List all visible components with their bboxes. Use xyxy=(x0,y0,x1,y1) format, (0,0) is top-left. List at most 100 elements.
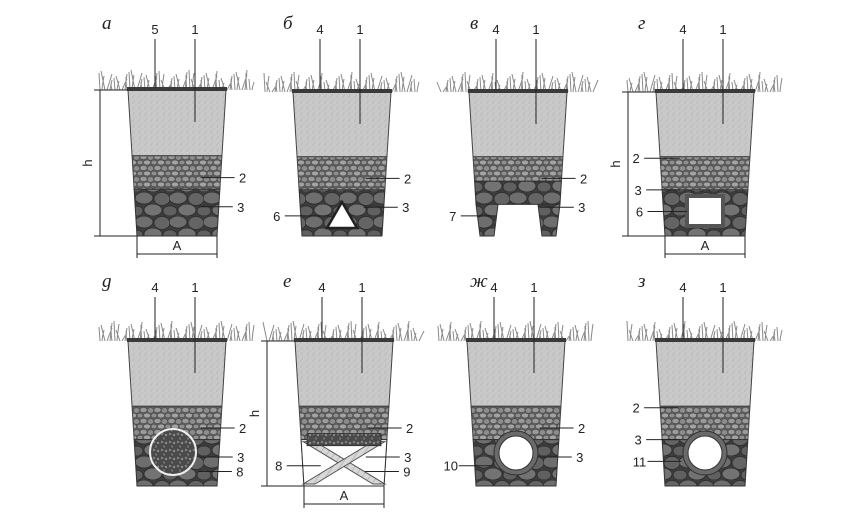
label-3: 3 xyxy=(404,450,411,465)
label-4: 4 xyxy=(490,280,497,295)
label-1: 1 xyxy=(719,22,726,37)
gravel-layer xyxy=(659,156,751,191)
label-4: 4 xyxy=(316,22,323,37)
sand-layer xyxy=(127,340,227,407)
panel-2: б 4 1 2 3 6 xyxy=(263,13,420,237)
label-4: 4 xyxy=(492,22,499,37)
label-1: 1 xyxy=(356,22,363,37)
dim-h-label: h xyxy=(80,159,95,166)
panel-1: а 5 1 2 3 hA xyxy=(80,13,255,258)
label-7: 7 xyxy=(449,209,456,224)
sand-layer xyxy=(466,340,566,407)
grass-blades xyxy=(626,71,783,93)
grass-blades xyxy=(437,320,594,342)
label-1: 1 xyxy=(532,22,539,37)
label-1: 1 xyxy=(191,280,198,295)
turf-strip xyxy=(294,338,394,342)
turf-strip xyxy=(127,338,227,342)
grass-blades xyxy=(436,71,599,93)
stone-layer xyxy=(133,188,221,237)
turf-strip xyxy=(655,89,755,93)
sand-layer xyxy=(655,91,755,158)
panel-letter: g xyxy=(102,271,112,292)
dim-a-label: A xyxy=(340,488,349,503)
label-3: 3 xyxy=(576,450,583,465)
dim-a-label: A xyxy=(173,238,182,253)
dim-h-label: h xyxy=(608,160,623,167)
box-drain xyxy=(685,194,725,228)
label-3: 3 xyxy=(402,200,409,215)
label-1: 1 xyxy=(358,280,365,295)
sand-layer xyxy=(294,340,394,407)
label-2: 2 xyxy=(580,171,587,186)
panel-letter: г xyxy=(638,13,645,34)
sand-layer xyxy=(468,91,568,158)
gravel-layer xyxy=(131,155,223,190)
gravel-layer xyxy=(296,156,388,191)
label-2: 2 xyxy=(633,401,640,416)
turf-strip xyxy=(468,89,568,93)
label-1: 1 xyxy=(719,280,726,295)
panel-letter: а xyxy=(102,13,112,34)
brushwood-layer xyxy=(306,433,382,447)
label-2: 2 xyxy=(239,171,246,186)
panel-letter: ж xyxy=(470,271,488,292)
label-5: 5 xyxy=(151,22,158,37)
label-9: 9 xyxy=(403,465,410,480)
trench-leg-right xyxy=(537,203,561,237)
label-2: 2 xyxy=(578,421,585,436)
trench-leg-left xyxy=(475,203,499,237)
label-8: 8 xyxy=(275,459,282,474)
panel-letter: е xyxy=(283,271,291,292)
dim-a-label: A xyxy=(701,238,710,253)
label-1: 1 xyxy=(191,22,198,37)
panel-6: е 4 1 2 39 8 hA xyxy=(247,271,425,508)
label-6: 6 xyxy=(273,209,280,224)
turf-strip xyxy=(655,338,755,342)
label-2: 2 xyxy=(404,171,411,186)
grass-blades xyxy=(626,320,783,342)
grass-blades xyxy=(263,71,420,93)
panel-8: з 4 1 2 3 11 xyxy=(626,271,783,487)
label-4: 4 xyxy=(679,280,686,295)
label-2: 2 xyxy=(239,421,246,436)
panel-letter: з xyxy=(637,271,645,292)
label-11: 11 xyxy=(633,454,647,469)
pipe-drain xyxy=(687,435,723,471)
label-3: 3 xyxy=(635,183,642,198)
turf-strip xyxy=(127,87,227,91)
panel-letter: в xyxy=(470,13,478,34)
panel-5: g 4 1 2 38 xyxy=(98,271,255,487)
label-8: 8 xyxy=(236,465,243,480)
sand-layer xyxy=(655,340,755,407)
label-3: 3 xyxy=(578,200,585,215)
turf-strip xyxy=(466,338,566,342)
label-4: 4 xyxy=(151,280,158,295)
sand-layer xyxy=(127,89,227,157)
label-3: 3 xyxy=(237,450,244,465)
label-6: 6 xyxy=(636,205,643,220)
grass-blades xyxy=(262,320,425,342)
label-3: 3 xyxy=(635,433,642,448)
panel-letter: б xyxy=(283,13,294,34)
label-4: 4 xyxy=(679,22,686,37)
sand-layer xyxy=(292,91,392,158)
label-3: 3 xyxy=(237,200,244,215)
gravel-layer xyxy=(472,156,564,182)
grass-blades xyxy=(98,320,255,342)
grass-blades xyxy=(98,69,255,91)
dim-h-label: h xyxy=(247,410,262,417)
turf-strip xyxy=(292,89,392,93)
brushwood-bundle xyxy=(149,428,197,476)
stone-layer xyxy=(474,180,562,205)
label-2: 2 xyxy=(406,421,413,436)
label-10: 10 xyxy=(444,459,458,474)
label-1: 1 xyxy=(530,280,537,295)
triangular-drain xyxy=(324,199,360,230)
label-4: 4 xyxy=(318,280,325,295)
pipe-drain xyxy=(498,435,534,471)
